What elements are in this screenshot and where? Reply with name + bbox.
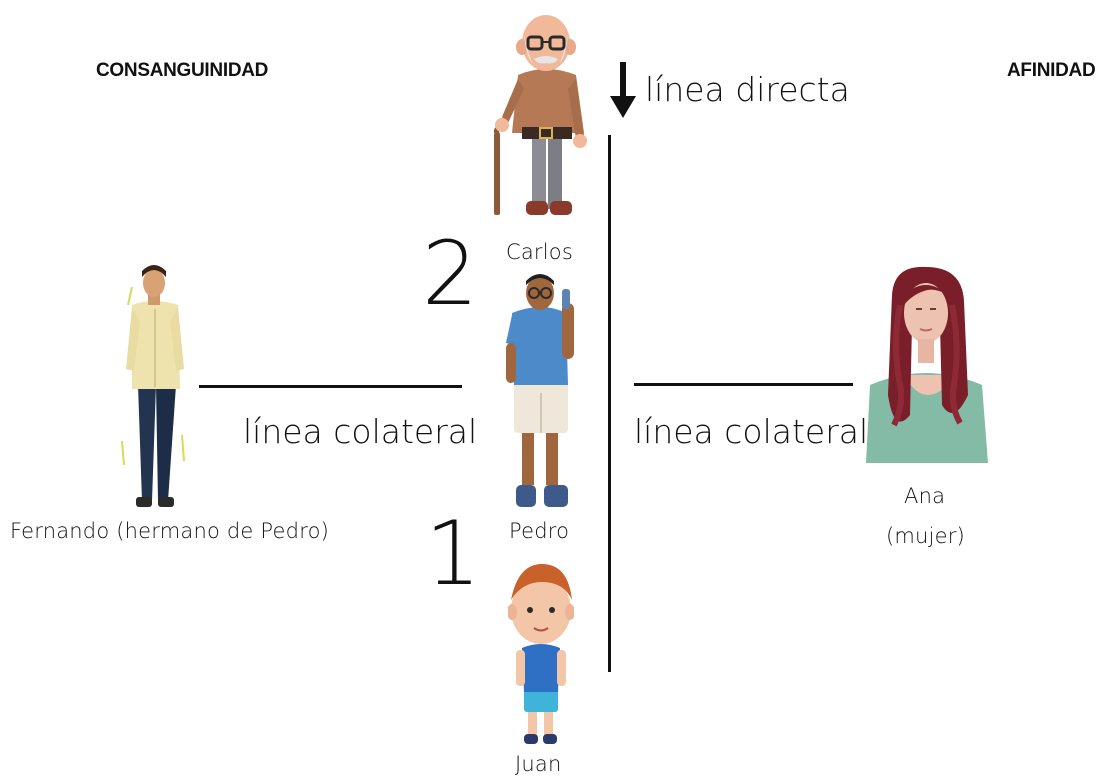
carlos-label: Carlos — [506, 240, 573, 264]
fernando-label: Fernando (hermano de Pedro) — [10, 519, 330, 543]
juan-label: Juan — [515, 752, 562, 776]
afinidad-heading: AFINIDAD — [1007, 60, 1096, 81]
fernando-illustration — [118, 265, 194, 513]
direct-line-label: línea directa — [645, 70, 850, 109]
right-collateral-label: línea colateral — [634, 412, 869, 451]
consanguinidad-heading: CONSANGUINIDAD — [96, 60, 269, 81]
left-collateral-label: línea colateral — [243, 412, 478, 451]
vertical-divider — [608, 135, 611, 672]
degree-two: 2 — [422, 222, 478, 325]
ana-note: (mujer) — [886, 524, 965, 548]
juan-illustration — [508, 560, 574, 748]
pedro-illustration — [506, 273, 582, 513]
right-collateral-line — [634, 383, 853, 386]
ana-illustration — [864, 265, 988, 465]
degree-one: 1 — [425, 502, 481, 605]
down-arrow-icon — [608, 62, 638, 120]
pedro-label: Pedro — [509, 519, 570, 543]
ana-label: Ana — [904, 484, 946, 508]
carlos-illustration — [488, 5, 598, 220]
left-collateral-line — [199, 385, 462, 388]
